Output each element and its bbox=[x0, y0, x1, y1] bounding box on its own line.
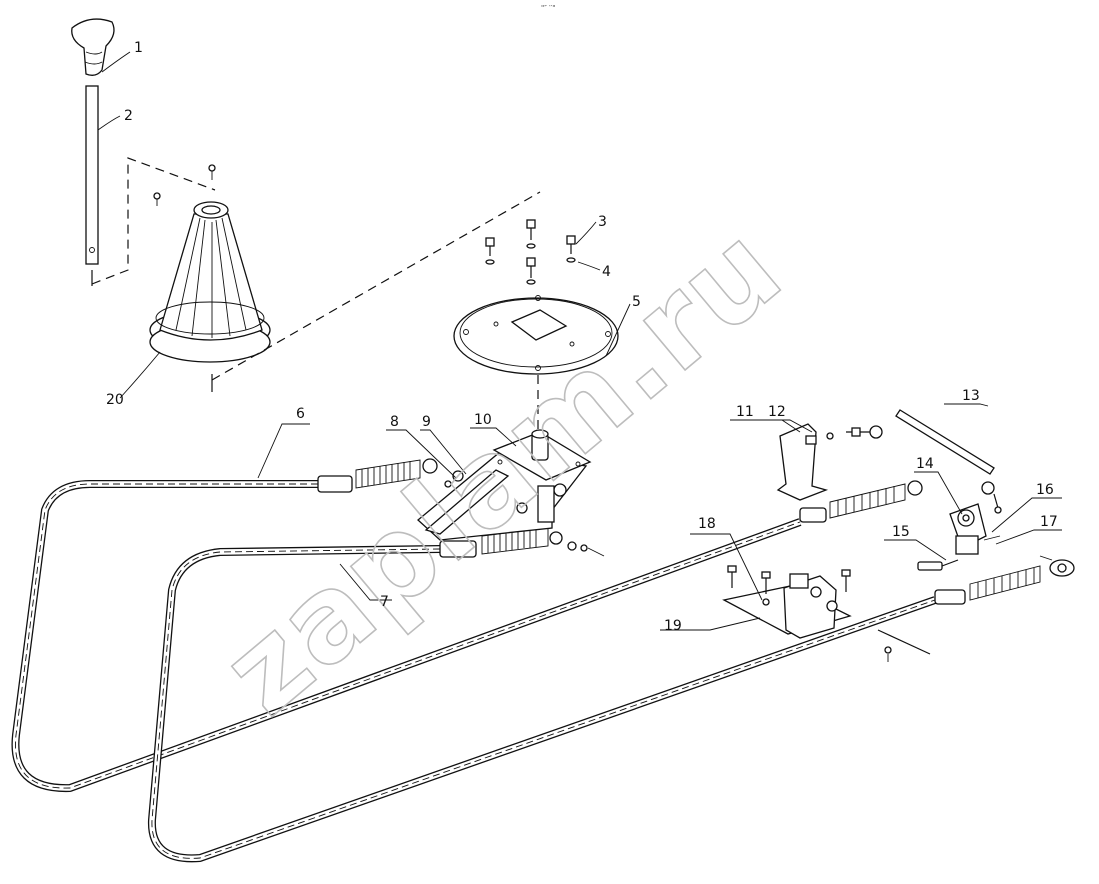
header-mark: "″ ′′" bbox=[541, 4, 555, 12]
mounting-plate bbox=[453, 295, 619, 375]
shift-boot bbox=[149, 201, 271, 363]
callout-6: 6 bbox=[296, 406, 305, 422]
shift-cable-6 bbox=[11, 480, 802, 793]
shift-cable-7 bbox=[147, 545, 937, 863]
ball-joint bbox=[826, 425, 883, 440]
callout-14: 14 bbox=[916, 456, 934, 472]
callout-7: 7 bbox=[380, 594, 389, 610]
callout-11: 11 bbox=[736, 404, 754, 420]
callout-5: 5 bbox=[632, 294, 641, 310]
ball-joint-right bbox=[981, 481, 1002, 514]
callout-1: 1 bbox=[134, 40, 143, 56]
callout-17: 17 bbox=[1040, 514, 1058, 530]
lower-mounting-bracket bbox=[722, 573, 852, 639]
callout-16: 16 bbox=[1036, 482, 1054, 498]
callout-2: 2 bbox=[124, 108, 133, 124]
callout-4: 4 bbox=[602, 264, 611, 280]
bolt-set bbox=[485, 219, 576, 285]
selector-lever bbox=[949, 503, 987, 555]
callout-18: 18 bbox=[698, 516, 716, 532]
mounting-bolts bbox=[727, 565, 851, 606]
cable-end-upper bbox=[317, 458, 438, 493]
callout-3: 3 bbox=[598, 214, 607, 230]
callout-9: 9 bbox=[422, 414, 431, 430]
shifter-bracket bbox=[417, 429, 592, 541]
support-bracket bbox=[776, 423, 829, 501]
link-rod bbox=[895, 409, 995, 475]
callout-12: 12 bbox=[768, 404, 786, 420]
shift-knob bbox=[71, 18, 115, 76]
callout-19: 19 bbox=[664, 618, 682, 634]
shift-lever-rod bbox=[85, 85, 99, 265]
callout-8: 8 bbox=[390, 414, 399, 430]
watermark: zaplam.ru bbox=[197, 198, 807, 741]
cable-end-right-lower bbox=[934, 559, 1075, 605]
cable-end-lower bbox=[439, 527, 605, 558]
cable-end-right-upper bbox=[799, 480, 923, 523]
pivot-pin bbox=[917, 559, 959, 571]
callout-13: 13 bbox=[962, 388, 980, 404]
callout-10: 10 bbox=[474, 412, 492, 428]
cotter-pin bbox=[877, 629, 931, 662]
leader-lines bbox=[97, 51, 1062, 631]
callout-20: 20 bbox=[106, 392, 124, 408]
callout-labels: 1 2 3 4 5 6 7 8 9 10 11 12 13 14 15 16 1… bbox=[106, 40, 1058, 634]
callout-15: 15 bbox=[892, 524, 910, 540]
